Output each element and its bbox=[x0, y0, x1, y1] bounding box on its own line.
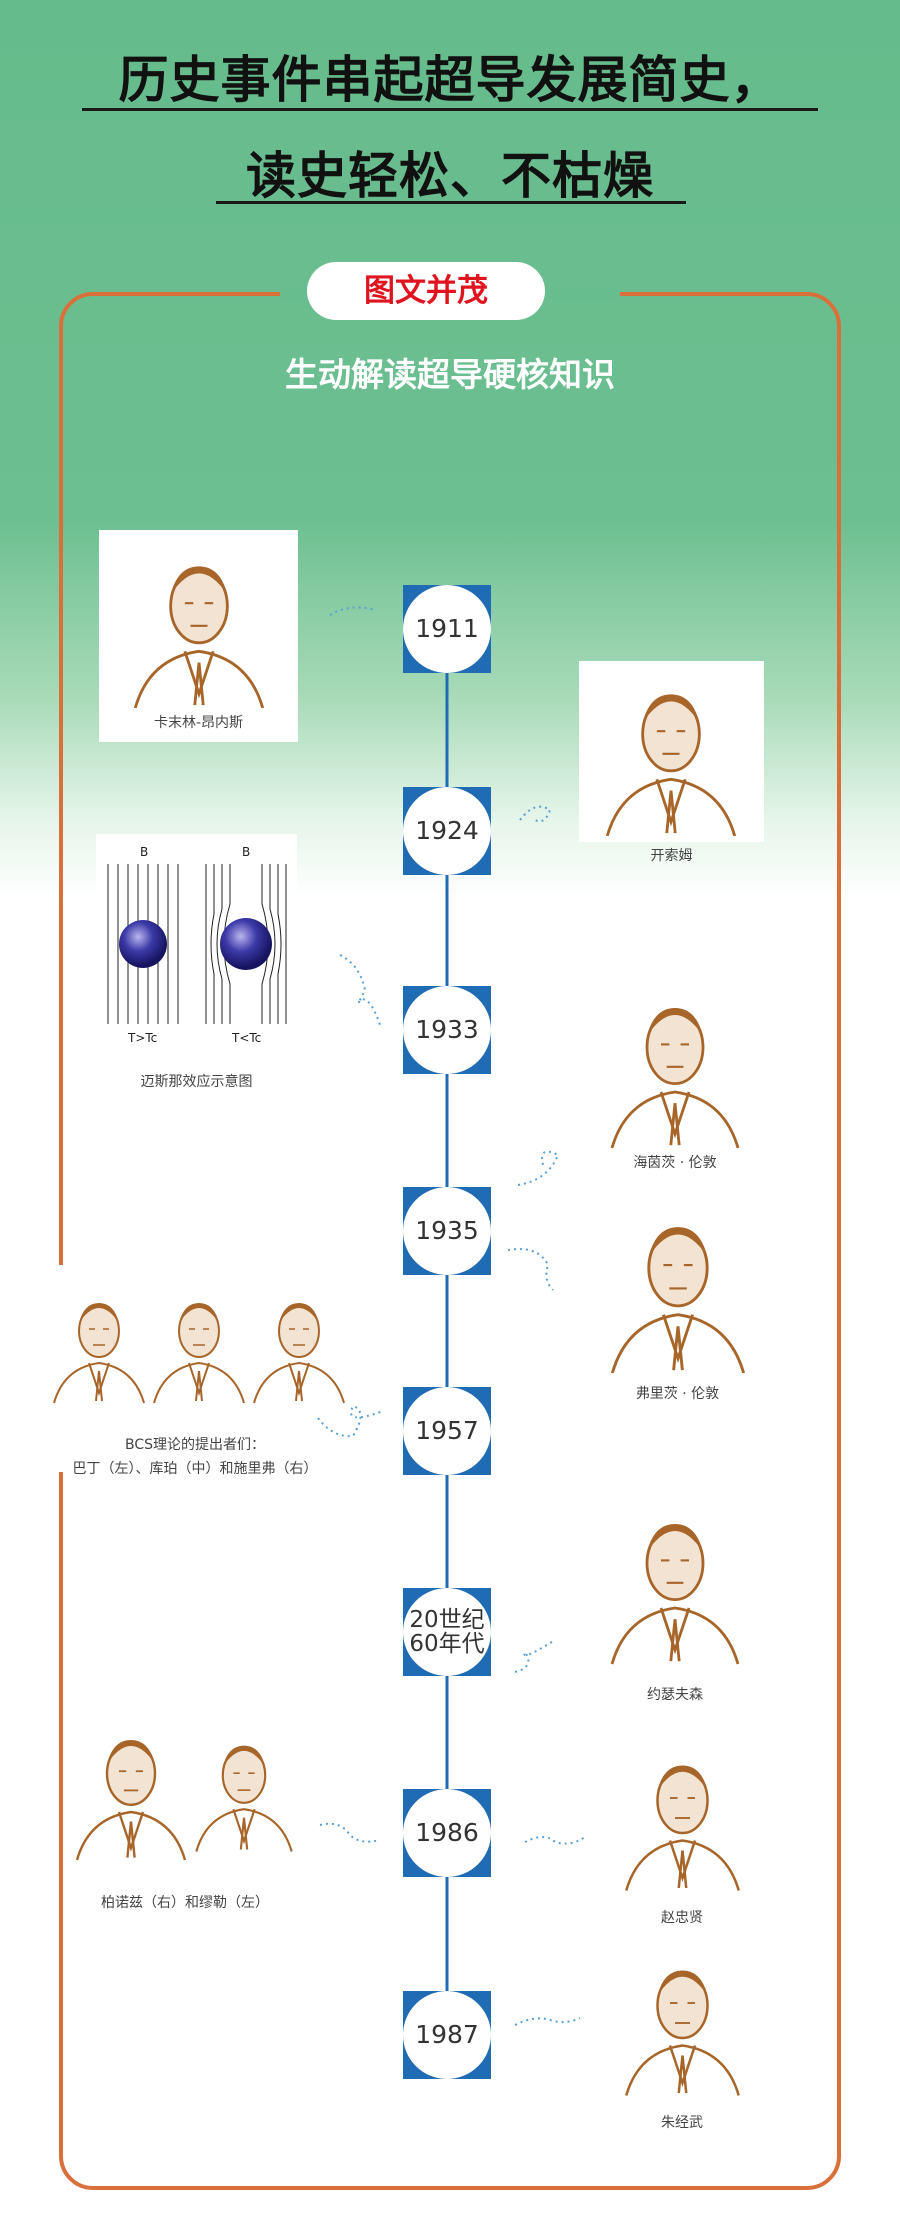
node-label: 1987 bbox=[403, 1991, 491, 2079]
label-b-left: B bbox=[140, 845, 148, 859]
connector-1986-left bbox=[319, 1822, 381, 1843]
connector-1957 bbox=[317, 1404, 384, 1438]
portrait-sketch bbox=[124, 538, 274, 708]
timeline-node-1911: 1911 bbox=[403, 585, 491, 673]
node-label-line1: 20世纪 bbox=[409, 1606, 485, 1633]
portrait-heinz-london bbox=[600, 980, 750, 1148]
label-b-right: B bbox=[242, 845, 250, 859]
timeline-node-1924: 1924 bbox=[403, 787, 491, 875]
caption-heinz-london: 海茵茨 · 伦敦 bbox=[633, 1155, 717, 1171]
sphere-normal bbox=[119, 920, 167, 968]
node-label: 1935 bbox=[403, 1187, 491, 1275]
portrait-cooper bbox=[149, 1279, 249, 1407]
node-label-line2: 60年代 bbox=[409, 1631, 485, 1657]
portrait-schrieffer bbox=[249, 1279, 349, 1407]
timeline-node-1986: 1986 bbox=[403, 1789, 491, 1877]
meissner-field-lines: B B T>Tc T<Tc bbox=[107, 845, 287, 1045]
node-label: 1986 bbox=[403, 1789, 491, 1877]
timeline-node-1935: 1935 bbox=[403, 1187, 491, 1275]
caption-onnes: 卡末林-昂内斯 bbox=[153, 715, 244, 731]
node-label: 1933 bbox=[403, 986, 491, 1074]
headline-line1: 历史事件串起超导发展简史， bbox=[118, 50, 782, 109]
node-label: 1924 bbox=[403, 787, 491, 875]
portrait-chu bbox=[620, 1943, 745, 2098]
node-label: 1911 bbox=[403, 585, 491, 673]
portrait-fritz-london bbox=[598, 1198, 758, 1373]
timeline-node-1957: 1957 bbox=[403, 1387, 491, 1475]
connector-1933 bbox=[339, 954, 381, 1026]
caption-zhao: 赵忠贤 bbox=[661, 1910, 703, 1926]
caption-bcs-line1: BCS理论的提出者们： bbox=[124, 1437, 266, 1453]
badge: 图文并茂 bbox=[307, 262, 545, 320]
caption-keesom: 开索姆 bbox=[650, 848, 693, 864]
sphere-superconducting bbox=[220, 918, 272, 970]
headline-underline-1 bbox=[82, 108, 818, 111]
caption-fritz-london: 弗里茨 · 伦敦 bbox=[635, 1386, 720, 1402]
connector-1986-right bbox=[524, 1836, 586, 1845]
connector-1960s bbox=[514, 1639, 556, 1673]
connector-1935-a bbox=[517, 1150, 560, 1186]
portrait-zhao bbox=[620, 1738, 745, 1893]
label-t-left: T>Tc bbox=[127, 1031, 157, 1045]
caption-bednorz-muller: 柏诺兹（右）和缪勒（左） bbox=[101, 1895, 269, 1911]
caption-chu: 朱经武 bbox=[661, 2115, 703, 2131]
label-t-right: T<Tc bbox=[231, 1031, 261, 1045]
caption-bcs-line2: 巴丁（左）、库珀（中）和施里弗（右） bbox=[72, 1461, 318, 1477]
meissner-diagram: B B T>Tc T<Tc 迈斯那效应示意图 bbox=[96, 834, 297, 1090]
connector-1911 bbox=[329, 606, 376, 616]
portrait-josephson bbox=[605, 1490, 745, 1670]
portrait-bardeen bbox=[49, 1279, 149, 1407]
connector-1987 bbox=[514, 2017, 581, 2026]
portrait-bednorz-muller bbox=[71, 1703, 297, 1873]
section-subtitle: 生动解读超导硬核知识 bbox=[285, 355, 615, 394]
connector-1924 bbox=[519, 805, 552, 823]
portrait-muller bbox=[71, 1703, 191, 1873]
connector-1935-b bbox=[507, 1248, 554, 1291]
portrait-bednorz bbox=[191, 1713, 297, 1863]
portrait-onnes: 卡末林-昂内斯 bbox=[99, 530, 298, 742]
node-label: 1957 bbox=[403, 1387, 491, 1475]
headline-line2: 读史轻松、不枯燥 bbox=[246, 146, 654, 205]
caption-josephson: 约瑟夫森 bbox=[647, 1687, 703, 1703]
portrait-keesom bbox=[579, 661, 764, 842]
caption-meissner: 迈斯那效应示意图 bbox=[140, 1074, 253, 1090]
timeline-node-1933: 1933 bbox=[403, 986, 491, 1074]
portrait-bcs-group bbox=[49, 1279, 349, 1407]
timeline-node-1987: 1987 bbox=[403, 1991, 491, 2079]
frame-left-gap bbox=[54, 1265, 70, 1472]
headline-underline-2 bbox=[216, 201, 686, 204]
portrait-sketch bbox=[596, 666, 746, 836]
